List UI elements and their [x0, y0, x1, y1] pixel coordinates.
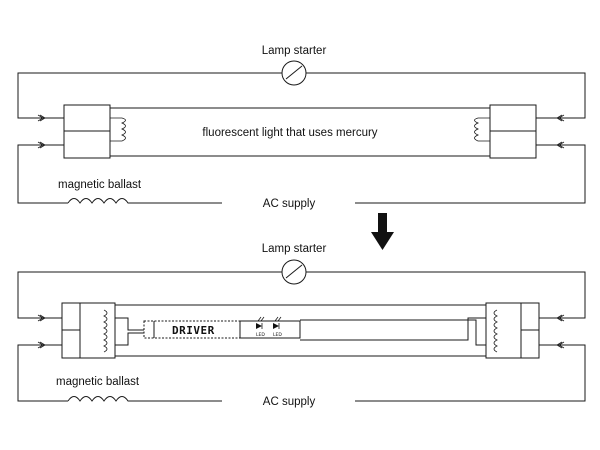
led-diode-icon-1	[256, 316, 265, 329]
bottom-lamp-starter-label: Lamp starter	[262, 243, 327, 255]
top-ballast-label: magnetic ballast	[58, 179, 142, 191]
bottom-starter-wire-right	[306, 271, 586, 319]
top-ballast-coil-icon	[67, 198, 132, 204]
top-supply-wire-right	[355, 144, 586, 204]
bottom-led-tube	[42, 302, 561, 359]
top-ac-supply-label: AC supply	[263, 198, 316, 210]
bottom-starter-wire-left	[17, 271, 282, 319]
led-label-1: LED	[256, 332, 265, 338]
bottom-pin-markers	[37, 314, 565, 349]
led-label-2: LED	[273, 332, 282, 338]
bottom-circuit: Lamp starter	[17, 243, 586, 408]
top-circuit: Lamp starter flu	[17, 45, 586, 210]
led-diode-icon-2	[273, 316, 282, 329]
driver-label: DRIVER	[172, 324, 215, 337]
top-tube-label: fluorescent light that uses mercury	[202, 127, 377, 139]
top-lamp-starter-icon	[281, 60, 307, 86]
bottom-ballast-label: magnetic ballast	[56, 376, 140, 388]
top-lamp-starter-label: Lamp starter	[262, 45, 327, 57]
driver-module	[143, 320, 301, 339]
bottom-lamp-starter-icon	[281, 259, 307, 285]
top-pin-markers	[37, 114, 565, 149]
top-supply-wire-left	[17, 144, 68, 204]
top-starter-wire-right	[306, 72, 586, 119]
bottom-supply-wire-left	[17, 344, 68, 402]
bottom-supply-wire-right	[355, 344, 586, 402]
bottom-ballast-coil-icon	[67, 396, 132, 402]
down-arrow-icon	[371, 213, 394, 250]
bottom-ac-supply-label: AC supply	[263, 396, 316, 408]
top-starter-wire-left	[17, 72, 282, 119]
